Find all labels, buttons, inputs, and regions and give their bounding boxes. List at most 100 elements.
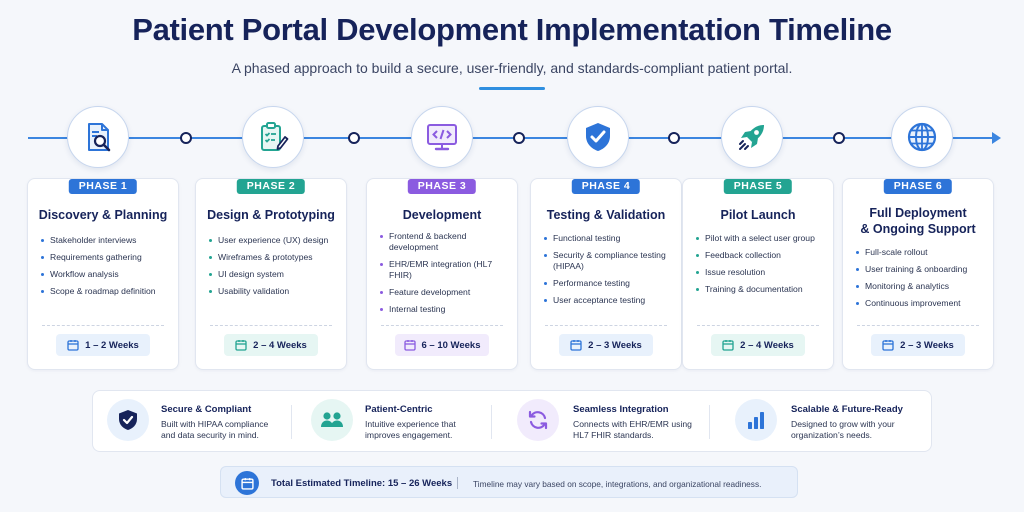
phase-task-list: Stakeholder interviews Requirements gath… bbox=[41, 235, 172, 303]
feature-icon-badge bbox=[517, 399, 559, 441]
total-timeline-bar: Total Estimated Timeline: 15 – 26 Weeks … bbox=[220, 466, 798, 498]
calendar-icon bbox=[882, 340, 894, 351]
phase-duration: 1 – 2 Weeks bbox=[56, 334, 150, 356]
timeline-dot bbox=[668, 132, 680, 144]
phase-task: Monitoring & analytics bbox=[856, 281, 987, 292]
phase-title: Pilot Launch bbox=[720, 208, 796, 222]
phase-duration: 2 – 3 Weeks bbox=[871, 334, 965, 356]
calendar-icon bbox=[403, 340, 416, 351]
duration-label: 2 – 3 Weeks bbox=[588, 339, 642, 351]
shield-check-icon bbox=[119, 410, 137, 430]
phase-task-list: Frontend & backend development EHR/EMR i… bbox=[380, 231, 511, 321]
phase-task: Frontend & backend development bbox=[380, 231, 511, 253]
clipboard-pencil-icon bbox=[261, 122, 289, 151]
phase-4-icon-circle bbox=[567, 106, 629, 168]
phase-task: Pilot with a select user group bbox=[696, 233, 827, 244]
feature-icon-badge bbox=[311, 399, 353, 441]
phase-task: Scope & roadmap definition bbox=[41, 286, 172, 297]
phase-title: Full Deployment & Ongoing Support bbox=[847, 205, 989, 237]
phase-task: Issue resolution bbox=[696, 267, 827, 278]
phase-task-list: Functional testing Security & compliance… bbox=[544, 233, 675, 312]
users-icon bbox=[321, 412, 343, 427]
total-timeline-note: Timeline may vary based on scope, integr… bbox=[473, 479, 762, 489]
phase-task: Continuous improvement bbox=[856, 298, 987, 309]
document-search-icon bbox=[88, 123, 111, 152]
phase-title: Development bbox=[402, 208, 482, 222]
features-panel: Secure & Compliant Built with HIPAA comp… bbox=[92, 390, 932, 452]
phase-task: Security & compliance testing (HIPAA) bbox=[544, 250, 675, 272]
phase-badge: PHASE 1 bbox=[68, 179, 138, 194]
timeline-dot bbox=[833, 132, 845, 144]
phase-task: Feature development bbox=[380, 287, 511, 298]
duration-label: 2 – 4 Weeks bbox=[740, 339, 794, 351]
feature-description: Intuitive experience that improves engag… bbox=[365, 419, 456, 440]
total-timeline-label: Total Estimated Timeline: 15 – 26 Weeks bbox=[271, 478, 453, 489]
feature-divider bbox=[709, 405, 710, 439]
feature-divider bbox=[291, 405, 292, 439]
feature-title: Secure & Compliant bbox=[161, 404, 252, 415]
phase-task: User training & onboarding bbox=[856, 264, 987, 275]
phase-task: Usability validation bbox=[209, 286, 340, 297]
duration-label: 6 – 10 Weeks bbox=[421, 339, 481, 351]
phase-task-list: Full-scale rollout User training & onboa… bbox=[856, 247, 987, 315]
globe-icon bbox=[907, 122, 937, 152]
feature-description: Designed to grow with your organization’… bbox=[791, 419, 895, 440]
phase-task: Functional testing bbox=[544, 233, 675, 244]
feature-title: Seamless Integration bbox=[573, 404, 669, 415]
phase-task: Wireframes & prototypes bbox=[209, 252, 340, 263]
calendar-icon bbox=[240, 477, 254, 490]
phase-duration: 6 – 10 Weeks bbox=[395, 334, 489, 356]
phase-card-3: PHASE 3 Development Frontend & backend d… bbox=[366, 178, 518, 370]
phase-badge: PHASE 2 bbox=[236, 179, 306, 194]
phase-task: Requirements gathering bbox=[41, 252, 172, 263]
bar-chart-icon bbox=[748, 412, 764, 429]
calendar-icon bbox=[722, 340, 734, 351]
feature-description: Built with HIPAA compliance and data sec… bbox=[161, 419, 269, 440]
divider bbox=[697, 325, 819, 326]
divider bbox=[857, 325, 979, 326]
phase-task: Performance testing bbox=[544, 278, 675, 289]
feature-description: Connects with EHR/EMR using HL7 FHIR sta… bbox=[573, 419, 692, 440]
duration-label: 2 – 3 Weeks bbox=[900, 339, 954, 351]
feature-title: Patient-Centric bbox=[365, 404, 433, 415]
feature-icon-badge bbox=[735, 399, 777, 441]
phase-task: UI design system bbox=[209, 269, 340, 280]
phase-badge: PHASE 4 bbox=[571, 179, 641, 194]
phase-2-icon-circle bbox=[242, 106, 304, 168]
calendar-icon bbox=[67, 340, 79, 351]
phase-task-list: User experience (UX) design Wireframes &… bbox=[209, 235, 340, 303]
rocket-icon bbox=[739, 125, 764, 150]
feature-icon-badge bbox=[107, 399, 149, 441]
phase-title-line: Full Deployment bbox=[869, 206, 967, 220]
phase-title: Testing & Validation bbox=[546, 208, 666, 222]
divider bbox=[42, 325, 164, 326]
phase-card-2: PHASE 2 Design & Prototyping User experi… bbox=[195, 178, 347, 370]
phase-duration: 2 – 3 Weeks bbox=[559, 334, 653, 356]
phase-task: EHR/EMR integration (HL7 FHIR) bbox=[380, 259, 511, 281]
phase-badge: PHASE 6 bbox=[883, 179, 953, 194]
phase-badge: PHASE 3 bbox=[407, 179, 477, 194]
phase-1-icon-circle bbox=[67, 106, 129, 168]
phase-duration: 2 – 4 Weeks bbox=[711, 334, 805, 356]
phase-task: Full-scale rollout bbox=[856, 247, 987, 258]
duration-label: 2 – 4 Weeks bbox=[253, 339, 307, 351]
phase-duration: 2 – 4 Weeks bbox=[224, 334, 318, 356]
code-monitor-icon bbox=[427, 124, 457, 151]
page-subtitle: A phased approach to build a secure, use… bbox=[231, 60, 793, 76]
phase-title: Design & Prototyping bbox=[207, 208, 335, 222]
duration-label: 1 – 2 Weeks bbox=[85, 339, 139, 351]
divider bbox=[545, 325, 667, 326]
phase-task: Stakeholder interviews bbox=[41, 235, 172, 246]
phase-card-6: PHASE 6 Full Deployment & Ongoing Suppor… bbox=[842, 178, 994, 370]
page-title: Patient Portal Development Implementatio… bbox=[132, 12, 892, 47]
shield-check-icon bbox=[586, 123, 610, 151]
phase-6-icon-circle bbox=[891, 106, 953, 168]
phase-task: Training & documentation bbox=[696, 284, 827, 295]
timeline-arrow bbox=[992, 132, 1001, 144]
timeline-dot bbox=[513, 132, 525, 144]
title-underline bbox=[479, 87, 545, 90]
divider bbox=[210, 325, 332, 326]
phase-task: Internal testing bbox=[380, 304, 511, 315]
phase-card-5: PHASE 5 Pilot Launch Pilot with a select… bbox=[682, 178, 834, 370]
feature-title: Scalable & Future-Ready bbox=[791, 404, 903, 415]
